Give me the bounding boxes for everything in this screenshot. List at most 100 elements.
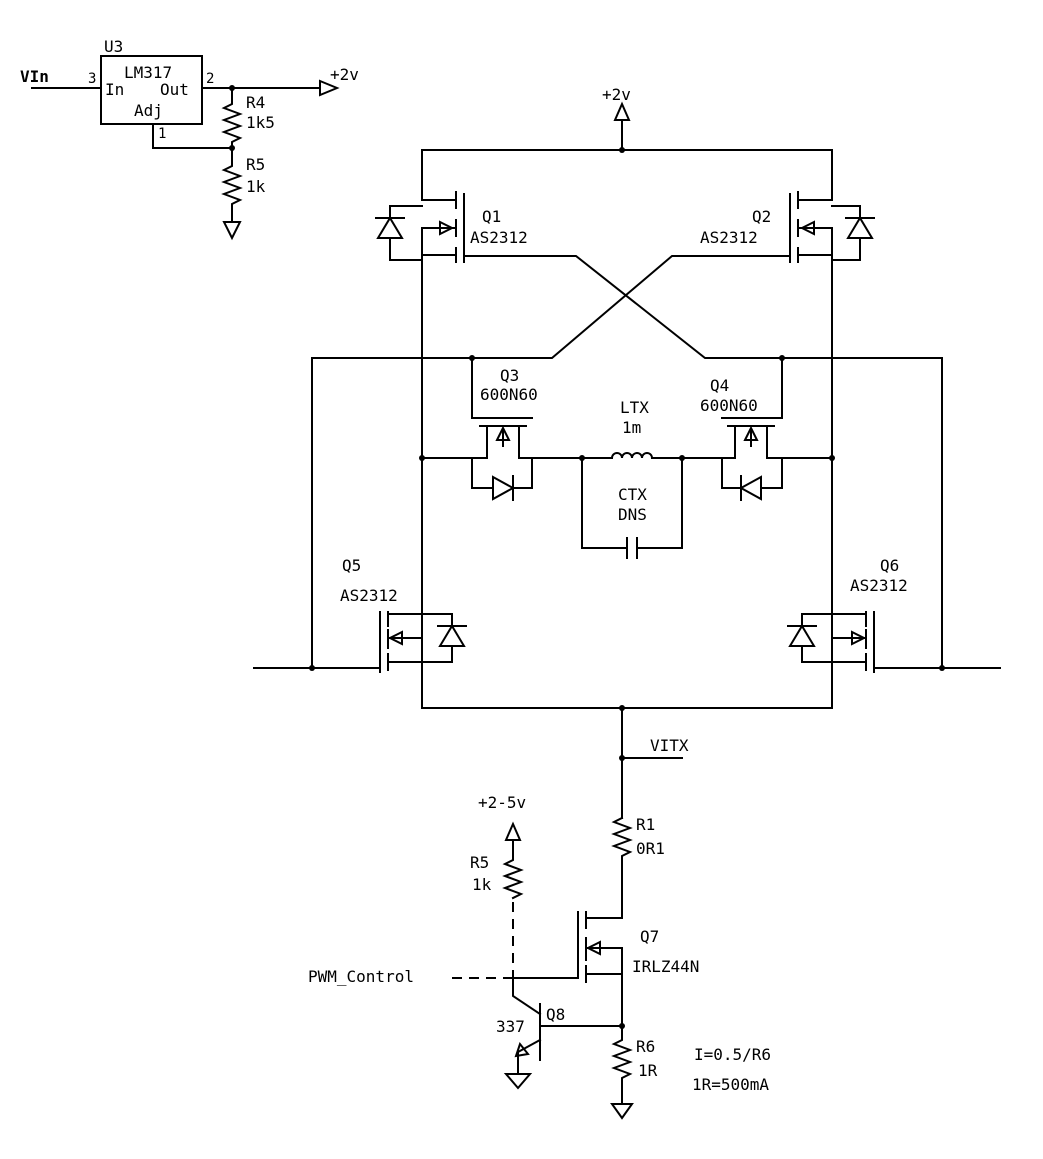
q3-part: 600N60	[480, 385, 538, 404]
q7-ref: Q7	[640, 927, 659, 946]
q2-transistor: Q2 AS2312	[700, 191, 875, 263]
q8-ref: Q8	[546, 1005, 565, 1024]
junction	[619, 147, 625, 153]
q2-body-arrow-icon	[797, 220, 833, 236]
q3-drain-wire	[421, 425, 488, 459]
q8-emitter-line	[516, 1038, 542, 1054]
plus2v-port-icon-top	[613, 101, 631, 121]
q8-part: 337	[496, 1017, 525, 1036]
r4-ref: R4	[246, 93, 265, 112]
q3-diode-wire	[471, 457, 533, 489]
top-rail: +2v	[421, 85, 833, 201]
adj-wire	[152, 123, 233, 149]
q2-ref: Q2	[752, 207, 771, 226]
pwm-section: +2-5v R5 1k PWM_Control	[308, 793, 579, 986]
lm317-body	[100, 55, 203, 125]
lm317-pin-adj: Adj	[134, 101, 163, 120]
ground-icon	[610, 1103, 634, 1120]
q6-diode-wire	[801, 613, 833, 663]
q5-diode-wire	[421, 613, 453, 663]
q8-emitter-arrow-icon	[514, 1041, 530, 1058]
q3-body-arrow-icon	[495, 425, 511, 447]
ctx-value: DNS	[618, 505, 647, 524]
q4-transistor: Q4 600N60	[681, 357, 833, 501]
q1-transistor: Q1 AS2312	[375, 191, 528, 263]
r6-value: 1R	[638, 1061, 658, 1080]
q7-body-arrow-icon	[585, 940, 623, 956]
plus2-5v-label: +2-5v	[478, 793, 526, 812]
q1-body-arrow-icon	[423, 220, 457, 236]
r5-resistor-bottom	[502, 839, 524, 900]
q5-diode-icon	[437, 624, 467, 647]
note-current-formula: I=0.5/R6	[694, 1045, 771, 1064]
q6-ref: Q6	[880, 556, 899, 575]
pwm-control-label: PWM_Control	[308, 967, 414, 986]
ground-icon	[222, 221, 242, 241]
q6-diode-icon	[787, 624, 817, 647]
r1-value: 0R1	[636, 839, 665, 858]
q5-ref: Q5	[342, 556, 361, 575]
cross-coupling	[309, 255, 945, 671]
r5-value-top: 1k	[246, 177, 266, 196]
plus2v-label-top: +2v	[602, 85, 631, 104]
vin-label: VIn	[20, 67, 49, 86]
r6-ref: R6	[636, 1037, 655, 1056]
plus2-5v-port-icon	[504, 821, 522, 841]
q2-diode-wire	[831, 205, 861, 261]
pin3-number: 3	[88, 71, 96, 87]
q3-diode-icon	[492, 475, 516, 501]
u3-ref: U3	[104, 37, 123, 56]
q4-ref: Q4	[710, 376, 729, 395]
r5-ref-bottom: R5	[470, 853, 489, 872]
lm317-part: LM317	[124, 63, 172, 82]
ctx-capacitor-icon	[626, 537, 638, 559]
q5-body-arrow-icon	[387, 630, 423, 646]
ctx-ref: CTX	[618, 485, 647, 504]
ltx-value: 1m	[622, 418, 641, 437]
r5-ref-top: R5	[246, 155, 265, 174]
q3-ref: Q3	[500, 366, 519, 385]
q6-body-arrow-icon	[831, 630, 867, 646]
q6-part: AS2312	[850, 576, 908, 595]
q3-transistor: Q3 600N60	[421, 357, 583, 501]
q4-diode-icon	[738, 475, 762, 501]
q1-diode-icon	[375, 216, 405, 239]
q5-part: AS2312	[340, 586, 398, 605]
r1-zigzag	[611, 816, 633, 919]
ltx-ref: LTX	[620, 398, 649, 417]
q8-collector-wire	[512, 977, 542, 1016]
vitx-label: VITX	[650, 736, 689, 755]
q1-gate-cross-wire	[463, 255, 943, 669]
q1-ref: Q1	[482, 207, 501, 226]
ltx-inductor	[581, 452, 683, 459]
q8-transistor: Q8 337	[496, 977, 625, 1090]
pin1-number: 1	[158, 126, 166, 142]
tank-circuit: LTX 1m CTX DNS	[579, 398, 685, 559]
q5-transistor: Q5 AS2312	[253, 556, 467, 673]
lm317-pin-out: Out	[160, 80, 189, 99]
q4-part: 600N60	[700, 396, 758, 415]
q2-gate-cross-wire	[311, 255, 791, 669]
ctx-wire	[581, 457, 683, 549]
q1-diode-wire	[389, 205, 423, 261]
q1-part: AS2312	[470, 228, 528, 247]
q2-diode-icon	[845, 216, 875, 239]
ground-icon	[503, 1073, 533, 1090]
note-current-value: 1R=500mA	[692, 1075, 769, 1094]
q4-source-wire	[681, 425, 736, 459]
r4-value: 1k5	[246, 113, 275, 132]
q2-drain-wire	[797, 149, 833, 201]
plus2v-label-reg: +2v	[330, 65, 359, 84]
lm317-pin-in: In	[105, 80, 124, 99]
bottom-rail: VITX	[421, 705, 833, 819]
r4-resistor	[221, 87, 243, 149]
q4-diode-wire	[721, 457, 783, 489]
q3-source-wire	[518, 425, 583, 459]
q2-part: AS2312	[700, 228, 758, 247]
q4-body-arrow-icon	[743, 425, 759, 447]
r5-resistor-top	[221, 147, 243, 223]
r6-resistor: R6 1R	[610, 1025, 658, 1120]
q6-transistor: Q6 AS2312	[787, 556, 1001, 673]
q7-part: IRLZ44N	[632, 957, 699, 976]
r6-zigzag	[611, 1025, 633, 1105]
